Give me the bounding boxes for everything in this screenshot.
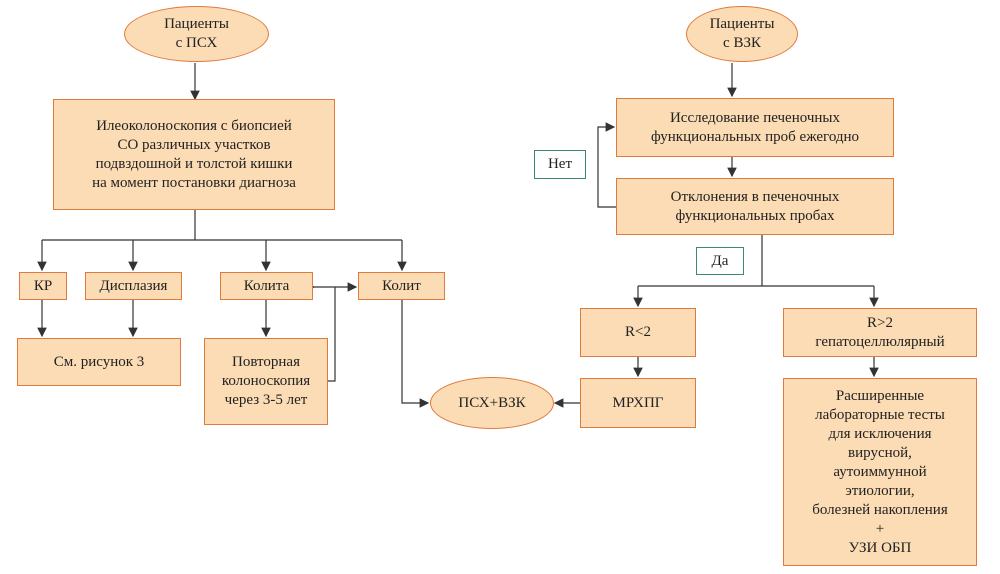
ileocolonoscopy-box: Илеоколоноскопия с биопсией СО различных… [53, 99, 335, 210]
yes-label: Да [696, 247, 744, 275]
r-greater-2-box: R>2 гепатоцеллюлярный [783, 308, 977, 357]
start-ibd-oval: Пациенты с ВЗК [686, 6, 798, 62]
dysplasia-box: Дисплазия [85, 272, 182, 300]
repeat-colonoscopy-box: Повторная колоноскопия через 3-5 лет [204, 338, 328, 425]
r-less-2-box: R<2 [580, 308, 696, 357]
start-psc-oval: Пациенты с ПСХ [124, 6, 269, 62]
annual-liver-tests-box: Исследование печеночных функциональных п… [616, 98, 894, 157]
no-label: Нет [534, 150, 586, 179]
kr-box: КР [19, 272, 67, 300]
colitis-box: Колит [358, 272, 445, 300]
extended-tests-box: Расширенные лабораторные тесты для исклю… [783, 378, 977, 566]
see-figure-box: См. рисунок 3 [17, 338, 181, 386]
liver-test-deviation-box: Отклонения в печеночных функциональных п… [616, 178, 894, 235]
psc-ibd-oval: ПСХ+ВЗК [430, 377, 554, 429]
no-colitis-box: Колита [220, 272, 313, 300]
mrcp-box: МРХПГ [580, 378, 696, 428]
